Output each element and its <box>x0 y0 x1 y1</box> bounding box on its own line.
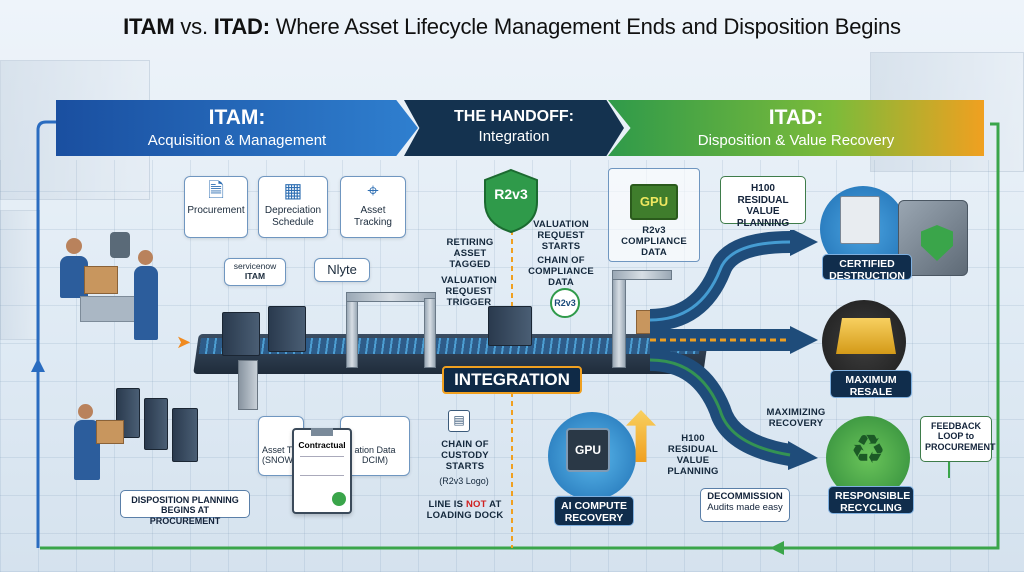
label-h100-bottom: H100 RESIDUAL VALUE PLANNING <box>667 433 719 477</box>
card-asset-tracking: ⌖ Asset Tracking <box>340 176 406 238</box>
server-unit <box>144 398 168 450</box>
label-maximum-resale: MAXIMUM RESALE <box>830 370 912 398</box>
servicenow-logo-text: servicenow <box>233 261 277 271</box>
approval-seal-icon <box>332 492 346 506</box>
id-card-icon: ▤ <box>448 410 470 432</box>
banner-itam: ITAM: Acquisition & Management <box>56 100 418 156</box>
contract-title: Contractual <box>298 440 346 450</box>
gate-left-top <box>346 292 436 302</box>
banner-itam-sub: Acquisition & Management <box>147 132 327 149</box>
card-gpu-compliance <box>608 168 700 262</box>
box-icon <box>84 266 118 294</box>
label-certified-destruction: CERTIFIED DESTRUCTION <box>822 254 912 282</box>
card-procurement: 🗎 Procurement <box>184 176 248 238</box>
label-chain-compliance: CHAIN OF COMPLIANCE DATA <box>528 255 594 288</box>
card-servicenow: servicenow ITAM <box>224 258 286 286</box>
server-on-belt-center <box>488 306 532 346</box>
label-ai-compute-recovery: AI COMPUTE RECOVERY <box>554 496 634 526</box>
server-unit <box>172 408 198 462</box>
worker-right-head <box>138 250 154 266</box>
decommission-sub: Audits made easy <box>707 501 783 513</box>
gate-right-top <box>612 270 672 280</box>
banner-handoff-sub: Integration <box>478 128 550 145</box>
server-on-belt <box>222 312 260 356</box>
banner-itam-heading: ITAM: <box>208 106 266 129</box>
gate-left-post <box>346 298 358 368</box>
box-icon <box>96 420 124 444</box>
worker-left-head <box>66 238 86 258</box>
note-decommission: DECOMMISSION Audits made easy <box>700 488 790 522</box>
banner-itad: ITAD: Disposition & Value Recovery <box>608 100 984 156</box>
handoff-badge-label: R2v3 <box>494 186 528 202</box>
calendar-icon: ▦ <box>283 180 303 202</box>
server-on-belt <box>268 306 306 352</box>
card-procurement-label: Procurement <box>187 205 245 216</box>
integration-label: INTEGRATION <box>442 366 582 394</box>
banner-handoff: THE HANDOFF: Integration <box>404 100 624 156</box>
disposition-flow-arrows <box>649 230 818 470</box>
banner-itad-sub: Disposition & Value Recovery <box>697 132 895 149</box>
gpu-chip-icon: GPU <box>630 184 678 220</box>
gold-bars-icon <box>836 318 896 354</box>
page-title: ITAM vs. ITAD: Where Asset Lifecycle Man… <box>123 14 901 39</box>
label-maximizing-recovery: MAXIMIZING RECOVERY <box>766 407 826 429</box>
note-disposition-planning: DISPOSITION PLANNING BEGINS AT PROCUREME… <box>120 490 250 526</box>
label-line-not-at-dock: LINE IS NOT AT LOADING DOCK <box>426 499 504 521</box>
worker-right-body <box>134 266 158 340</box>
feedback-connector <box>948 462 950 478</box>
note-h100-top: H100 RESIDUAL VALUE PLANNING <box>720 176 806 229</box>
label-retiring-asset: RETIRING ASSET TAGGED <box>446 237 494 270</box>
map-pin-icon: ⌖ <box>367 180 379 202</box>
banner-handoff-heading: THE HANDOFF: <box>454 108 574 125</box>
gate-right-post <box>612 276 626 368</box>
handheld-scanner-icon <box>110 232 130 258</box>
servicenow-sub: ITAM <box>244 270 266 281</box>
document-icon: 🗎 <box>207 180 225 202</box>
label-responsible-recycling: RESPONSIBLE RECYCLING <box>828 486 914 514</box>
card-depreciation: ▦ Depreciation Schedule <box>258 176 328 238</box>
r2v3-small-badge: R2v3 <box>550 288 580 318</box>
recycle-icon: ♻ <box>850 428 886 472</box>
banner-itad-heading: ITAD: <box>768 106 824 129</box>
label-valuation-starts: VALUATION REQUEST STARTS <box>533 219 589 252</box>
arrow-right-icon: ➤ <box>176 332 192 352</box>
scanner-post <box>238 360 258 410</box>
worker-lower-body <box>74 420 100 480</box>
decommission-title: DECOMMISSION <box>707 491 783 502</box>
gpu-chip-icon: GPU <box>566 428 610 472</box>
label-r2v3-logo: (R2v3 Logo) <box>439 476 489 486</box>
nlyte-logo-text: Nlyte <box>327 262 357 277</box>
card-asset-tracking-label: Asset Tracking <box>354 205 392 228</box>
label-chain-custody: CHAIN OF CUSTODY STARTS <box>441 439 489 472</box>
card-asset-tracking-snow: Asset Tra (SNOW <box>258 416 304 476</box>
worker-left-body <box>60 256 88 298</box>
label-r2v3-compliance: R2v3 COMPLIANCE DATA <box>621 225 687 258</box>
label-valuation-trigger: VALUATION REQUEST TRIGGER <box>441 275 497 308</box>
gate-left-post2 <box>424 298 436 368</box>
contract-clipboard: Contractual <box>292 428 352 514</box>
shredder-icon <box>840 196 880 244</box>
packing-table <box>80 296 144 322</box>
shield-badge-icon <box>484 168 538 234</box>
card-depreciation-label: Depreciation Schedule <box>264 205 322 228</box>
note-feedback-loop: FEEDBACK LOOP to PROCUREMENT <box>920 416 996 462</box>
card-nlyte: Nlyte <box>314 258 370 282</box>
card-validation-data: ation Data DCIM) <box>340 416 410 476</box>
worker-lower-head <box>78 404 93 419</box>
